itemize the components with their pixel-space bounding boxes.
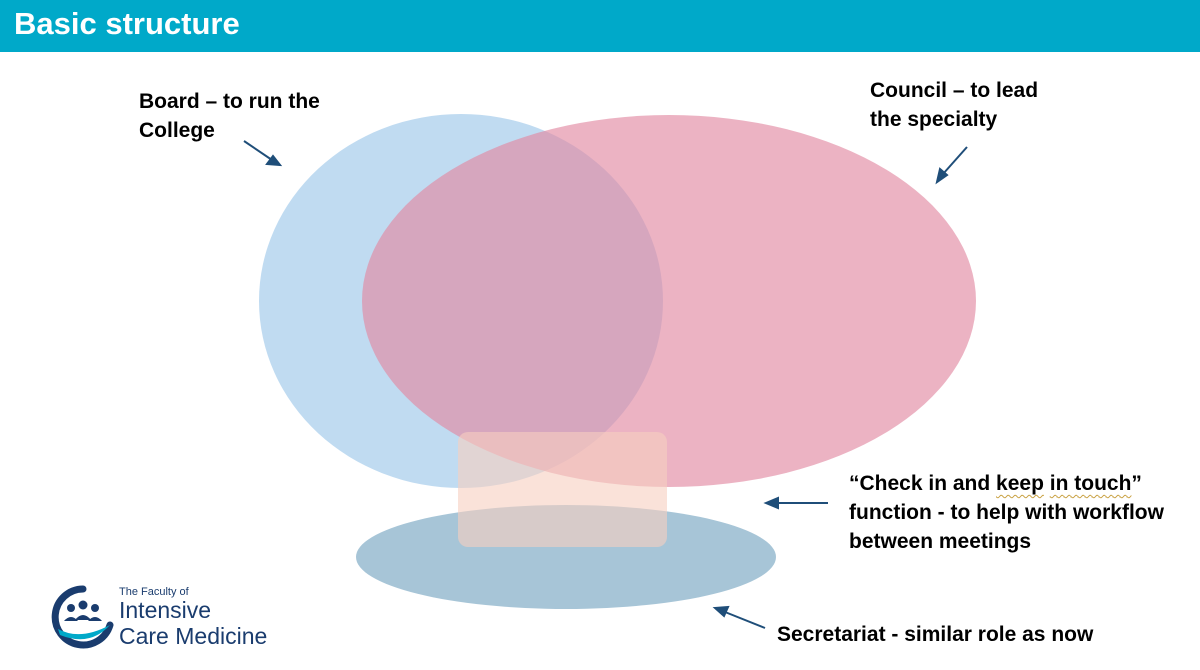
spellcheck-word-in-touch: in touch	[1049, 472, 1132, 495]
faculty-logo-icon	[51, 585, 114, 649]
board-label-line2: College	[139, 119, 215, 142]
checkin-label-line3: between meetings	[849, 530, 1032, 553]
header-bar	[0, 0, 1200, 52]
checkin-label: “Check in and keep in touch” function - …	[849, 469, 1164, 556]
checkin-label-line2: function - to help with workflow	[849, 501, 1164, 524]
logo-line1: Intensive	[119, 597, 212, 623]
logo-line2: Care Medicine	[119, 623, 268, 649]
checkin-box	[458, 432, 667, 547]
page-title: Basic structure	[14, 6, 240, 41]
council-label-line1: Council – to lead	[870, 79, 1039, 102]
board-label: Board – to run the College	[139, 87, 320, 145]
board-arrow	[243, 140, 283, 167]
council-label: Council – to lead the specialty	[870, 76, 1038, 134]
secretariat-arrow	[712, 605, 766, 629]
secretariat-label: Secretariat - similar role as now	[777, 623, 1094, 646]
council-label-line2: the specialty	[870, 108, 998, 131]
logo-small-text: The Faculty of	[119, 586, 189, 598]
spellcheck-word-keep: keep	[996, 472, 1044, 495]
council-arrow	[935, 146, 968, 185]
council-ellipse	[362, 115, 976, 487]
checkin-arrow	[763, 496, 828, 510]
faculty-logo: The Faculty of Intensive Care Medicine	[50, 583, 310, 653]
checkin-label-line1: “Check in and keep in touch”	[849, 472, 1142, 495]
board-label-line1: Board – to run the	[139, 90, 320, 113]
